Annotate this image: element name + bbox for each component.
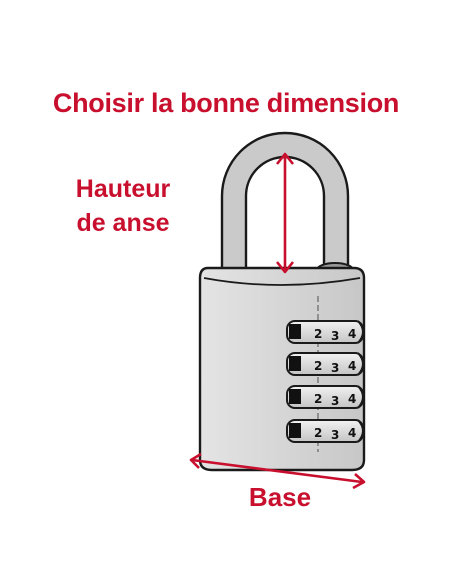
shackle-height-label-line2: de anse (76, 209, 170, 237)
dial-digit: 2 (314, 392, 322, 406)
dial-digit: 4 (348, 426, 356, 440)
dial-digit: 2 (314, 327, 322, 341)
dial-digit: 3 (331, 394, 339, 408)
dial-digit: 2 (314, 426, 322, 440)
shackle-height-label: Hauteur de anse (58, 172, 188, 240)
dial-digit: 4 (348, 392, 356, 406)
combination-wheel: 2 3 4 (286, 385, 364, 409)
base-width-arrow (189, 452, 366, 490)
combination-wheel: 2 3 4 (286, 419, 364, 443)
shackle (220, 131, 354, 278)
dial-digit: 3 (331, 329, 339, 343)
shackle-height-label-line1: Hauteur (75, 175, 171, 203)
base-label: Base (248, 482, 312, 512)
combination-wheel: 2 3 4 (286, 352, 364, 376)
dial-digit: 4 (348, 359, 356, 373)
dial-digit: 2 (314, 359, 322, 373)
combination-wheel: 2 3 4 (286, 320, 364, 344)
dial-digit: 4 (348, 327, 356, 341)
dial-digit: 3 (331, 428, 339, 442)
shackle-height-arrow (275, 152, 295, 274)
dial-digit: 3 (331, 361, 339, 375)
page-title: Choisir la bonne dimension (52, 88, 400, 118)
